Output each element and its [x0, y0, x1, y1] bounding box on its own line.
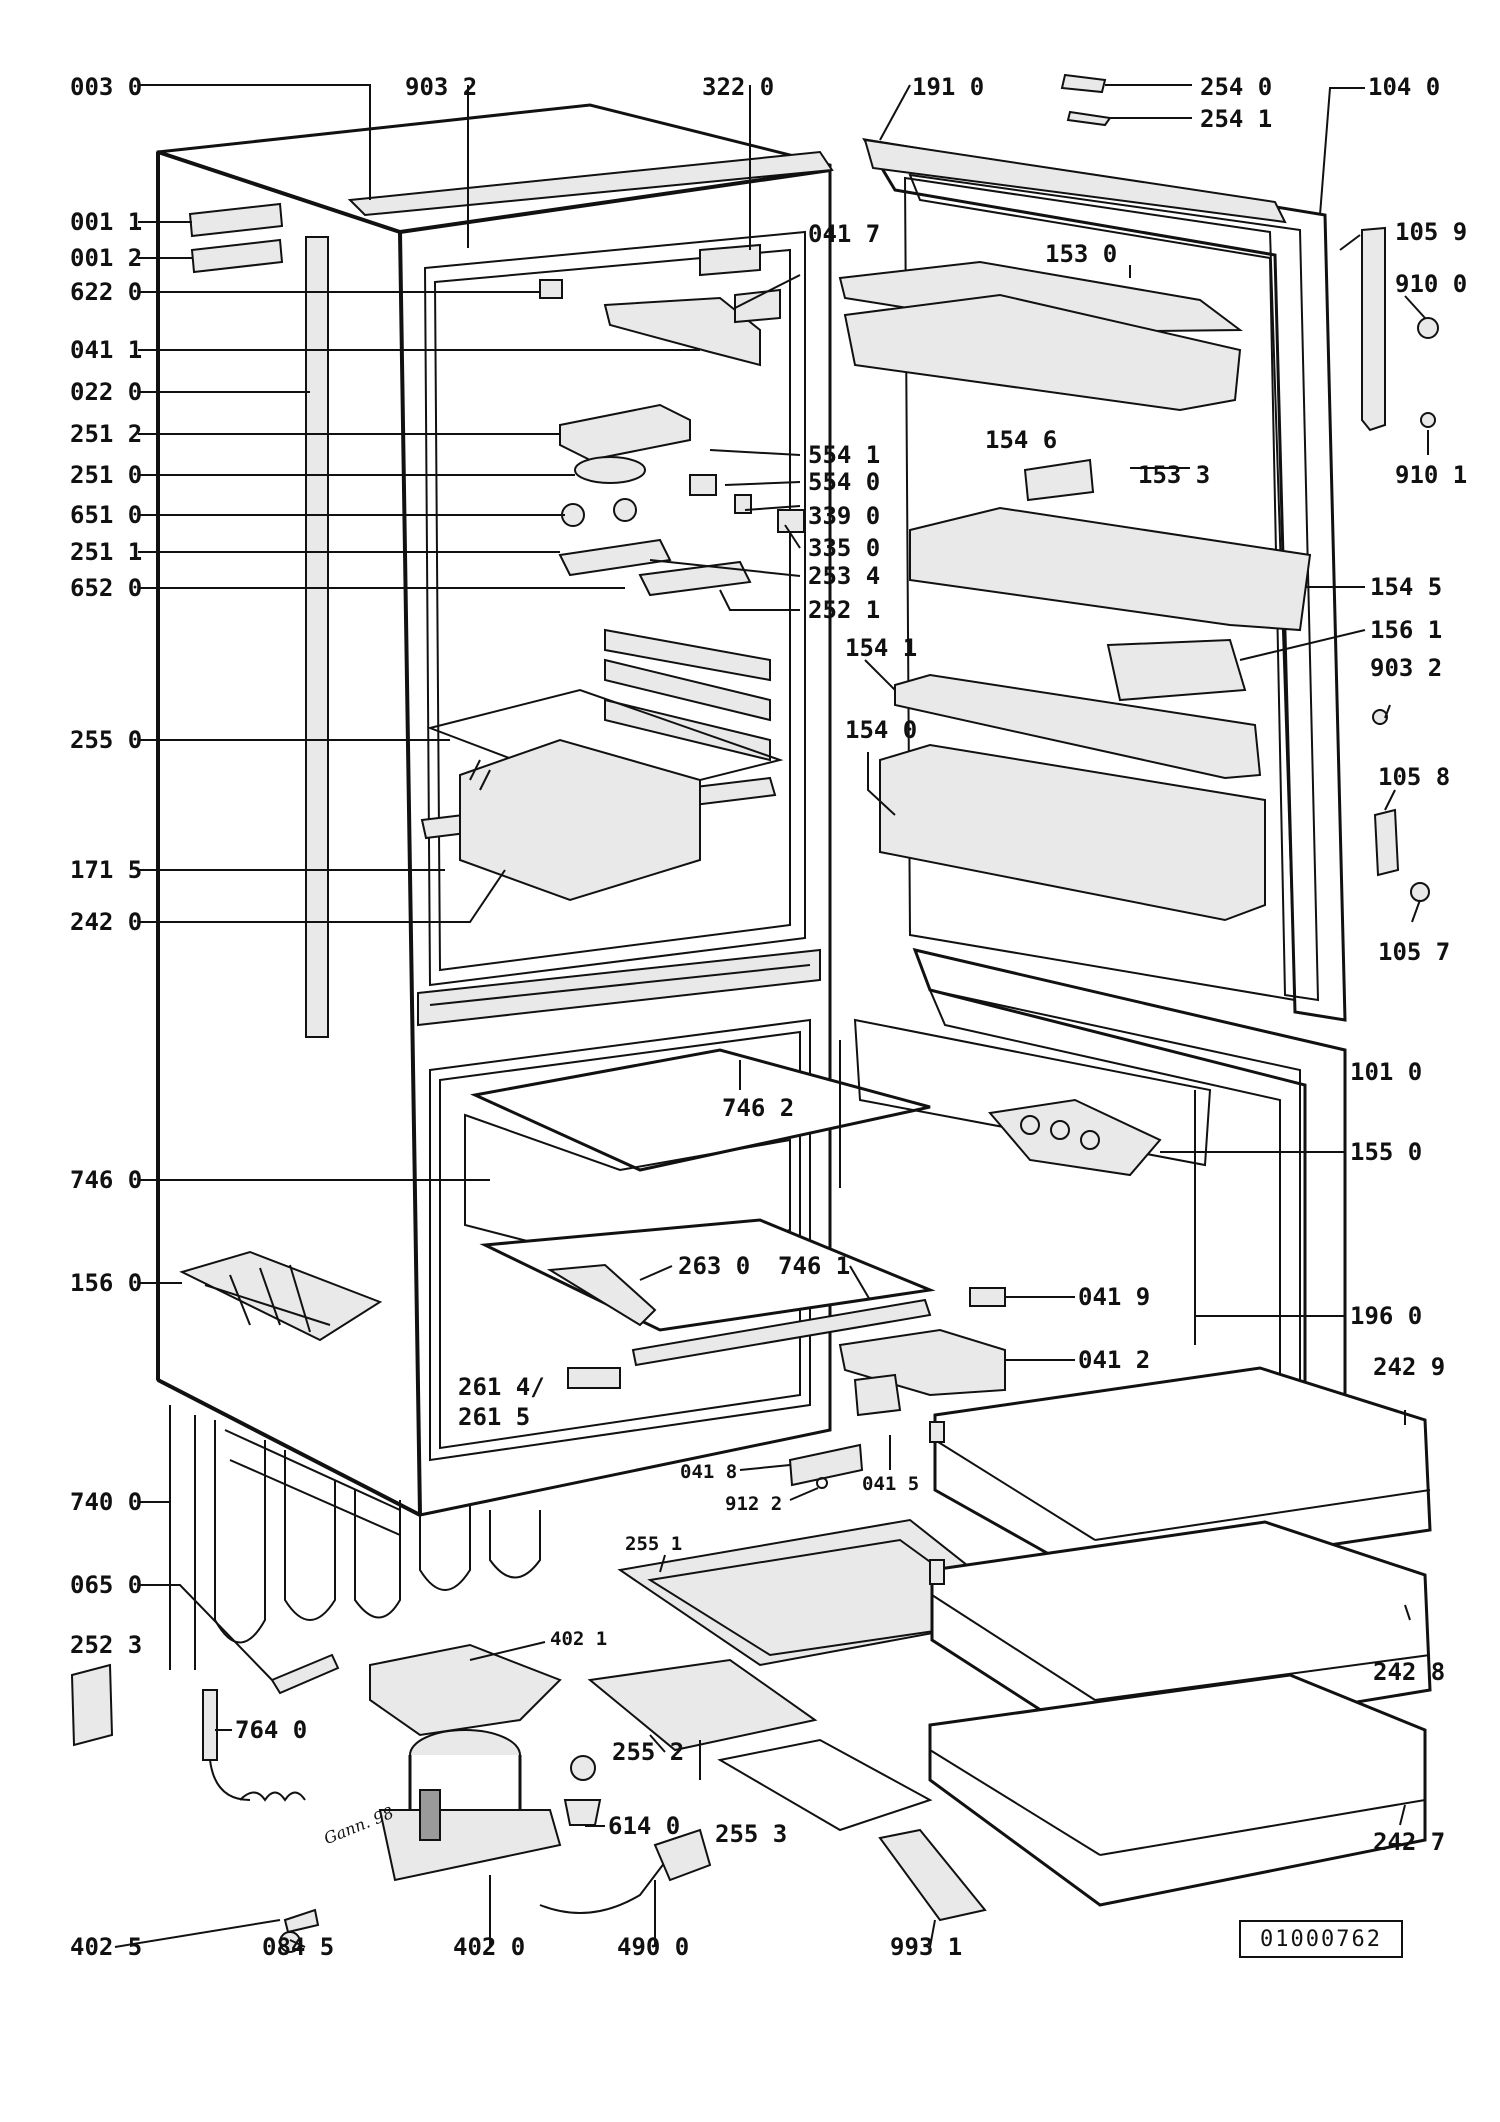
- part-label: 622 0: [70, 278, 143, 306]
- part-label: 910 1: [1395, 461, 1468, 489]
- part-label: 156 1: [1370, 616, 1443, 644]
- part-label: 153 3: [1138, 461, 1211, 489]
- part-label: 746 2: [722, 1094, 795, 1122]
- part-label: 171 5: [70, 856, 143, 884]
- part-label: 242 0: [70, 908, 143, 936]
- part-label: 251 2: [70, 420, 143, 448]
- part-label: 041 7: [808, 220, 881, 248]
- part-label: 001 2: [70, 244, 143, 272]
- part-label: 041 9: [1078, 1283, 1151, 1311]
- part-label: 402 0: [453, 1933, 526, 1961]
- freezer-drawers: [928, 1366, 1432, 1907]
- door-bins: [838, 260, 1312, 922]
- part-label: 041 1: [70, 336, 143, 364]
- part-label: 746 1: [778, 1252, 851, 1280]
- upper-hinge: [603, 296, 761, 367]
- heater-tube: [270, 1653, 340, 1695]
- part-label: 155 0: [1350, 1138, 1423, 1166]
- fridge-glass-shelf: [420, 688, 784, 902]
- part-label: 041 2: [1078, 1346, 1151, 1374]
- part-label: 263 0: [678, 1252, 751, 1280]
- document-number: 01000762: [1260, 1926, 1382, 1952]
- part-label: 554 1: [808, 441, 881, 469]
- part-label: 105 9: [1395, 218, 1468, 246]
- part-label: 252 1: [808, 596, 881, 624]
- part-label: 153 0: [1045, 240, 1118, 268]
- part-label: 740 0: [70, 1488, 143, 1516]
- compressor: [378, 1729, 562, 1882]
- part-label: 104 0: [1368, 73, 1441, 101]
- part-label: 105 8: [1378, 763, 1451, 791]
- part-label: 322 0: [702, 73, 775, 101]
- part-label: 764 0: [235, 1716, 308, 1744]
- part-label: 251 0: [70, 461, 143, 489]
- cabinet-gasket-strip: [305, 236, 329, 1038]
- part-label: 041 8: [680, 1461, 738, 1483]
- part-label: 261 4/: [458, 1373, 545, 1401]
- part-label: 154 1: [845, 634, 918, 662]
- power-cord: [539, 1861, 666, 1914]
- part-label: 242 9: [1373, 1353, 1446, 1381]
- part-label: 242 8: [1373, 1658, 1446, 1686]
- part-label: 101 0: [1350, 1058, 1423, 1086]
- part-label: 993 1: [890, 1933, 963, 1961]
- part-label: 196 0: [1350, 1302, 1423, 1330]
- part-label: 156 0: [70, 1269, 143, 1297]
- part-label: 084 5: [262, 1933, 335, 1961]
- part-label: 912 2: [725, 1493, 783, 1515]
- part-label: 402 5: [70, 1933, 143, 1961]
- part-label: 065 0: [70, 1571, 143, 1599]
- part-label: 254 1: [1200, 105, 1273, 133]
- part-label: 339 0: [808, 502, 881, 530]
- start-relay: [563, 1755, 602, 1826]
- part-label: 651 0: [70, 501, 143, 529]
- scraper-tool: [878, 1828, 987, 1922]
- part-label: 255 0: [70, 726, 143, 754]
- part-label: 154 6: [985, 426, 1058, 454]
- part-label: 242 7: [1373, 1828, 1446, 1856]
- part-label: 252 3: [70, 1631, 143, 1659]
- filter-drier: [202, 1689, 306, 1802]
- hinge-part-105-9: [1361, 226, 1386, 432]
- part-label: 335 0: [808, 534, 881, 562]
- part-label: 191 0: [912, 73, 985, 101]
- part-label: 746 0: [70, 1166, 143, 1194]
- part-label: 652 0: [70, 574, 143, 602]
- part-label: 554 0: [808, 468, 881, 496]
- ice-tray: [179, 1250, 383, 1342]
- part-label: 903 2: [1370, 654, 1443, 682]
- part-label: 254 0: [1200, 73, 1273, 101]
- part-label: 001 1: [70, 208, 143, 236]
- top-hinge-brackets: [188, 202, 563, 299]
- part-label: 490 0: [617, 1933, 690, 1961]
- part-label: 903 2: [405, 73, 478, 101]
- part-label: 255 3: [715, 1820, 788, 1848]
- document-number-box: 01000762: [1239, 1920, 1403, 1958]
- part-label: 910 0: [1395, 270, 1468, 298]
- part-label: 041 5: [862, 1473, 920, 1495]
- part-label: 154 5: [1370, 573, 1443, 601]
- part-label: 614 0: [608, 1812, 681, 1840]
- lower-hinge: [788, 1287, 1006, 1489]
- door-gasket: [839, 1040, 1196, 1345]
- part-label: 022 0: [70, 378, 143, 406]
- part-label: 261 5: [458, 1403, 531, 1431]
- part-label: 105 7: [1378, 938, 1451, 966]
- part-label: 251 1: [70, 538, 143, 566]
- freezer-evaporator-plate: [464, 1048, 936, 1389]
- part-label: 253 4: [808, 562, 881, 590]
- part-label: 402 1: [550, 1628, 608, 1650]
- part-label: 003 0: [70, 73, 143, 101]
- light-assembly: [558, 403, 805, 597]
- compressor-mount: [369, 1643, 562, 1737]
- leader-lines: [114, 84, 1429, 1948]
- condenser-coil: [169, 1405, 541, 1670]
- part-label: 154 0: [845, 716, 918, 744]
- part-label: 255 1: [625, 1533, 683, 1555]
- part-label: 255 2: [612, 1738, 685, 1766]
